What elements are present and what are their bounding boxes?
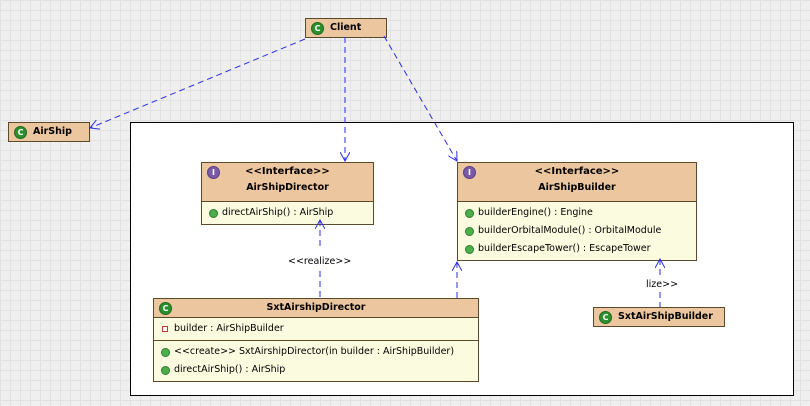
public-method-icon (465, 209, 474, 218)
class-name: SxtAirShipBuilder (618, 311, 713, 322)
interface-airship-builder-header: I <<Interface>> AirShipBuilder (458, 163, 696, 201)
class-client-name: Client (330, 22, 362, 33)
interface-airship-director[interactable]: I <<Interface>> AirShipDirector directAi… (201, 162, 374, 225)
dependency-client-builder (383, 35, 457, 161)
method-row: directAirShip() : AirShip (202, 204, 373, 222)
method-text: directAirShip() : AirShip (222, 207, 334, 218)
interface-name: AirShipBuilder (538, 182, 616, 193)
class-client[interactable]: C Client (305, 18, 387, 38)
class-sxt-airship-director[interactable]: C SxtAirshipDirector builder : AirShipBu… (153, 298, 479, 382)
class-name: SxtAirshipDirector (266, 302, 366, 313)
interface-airship-builder[interactable]: I <<Interface>> AirShipBuilder builderEn… (457, 162, 697, 261)
method-row: directAirShip() : AirShip (154, 361, 478, 379)
method-row: <<create>> SxtAirshipDirector(in builder… (154, 343, 478, 361)
method-text: <<create>> SxtAirshipDirector(in builder… (174, 346, 455, 357)
public-method-icon (209, 209, 218, 218)
public-method-icon (161, 348, 170, 357)
class-airship-name: AirShip (33, 126, 72, 137)
interface-icon: I (463, 166, 476, 179)
class-client-header: C Client (306, 19, 386, 37)
public-method-icon (465, 245, 474, 254)
realize-label-builder: lize>> (646, 279, 679, 290)
method-row: builderOrbitalModule() : OrbitalModule (458, 222, 696, 240)
stereotype-label: <<Interface>> (534, 166, 620, 177)
class-airship[interactable]: C AirShip (8, 122, 90, 142)
attribute-row: builder : AirShipBuilder (154, 320, 478, 338)
method-text: builderEscapeTower() : EscapeTower (478, 243, 651, 254)
public-method-icon (465, 227, 474, 236)
class-icon: C (14, 126, 27, 139)
class-icon: C (159, 302, 172, 315)
realize-label-director: <<realize>> (288, 256, 352, 267)
stereotype-label: <<Interface>> (245, 166, 330, 177)
attributes-compartment: builder : AirShipBuilder (154, 317, 478, 340)
attribute-text: builder : AirShipBuilder (174, 323, 284, 334)
public-method-icon (161, 366, 170, 375)
method-row: builderEngine() : Engine (458, 204, 696, 222)
method-text: directAirShip() : AirShip (174, 364, 286, 375)
method-text: builderEngine() : Engine (478, 207, 593, 218)
interface-icon: I (207, 166, 220, 179)
methods-compartment: <<create>> SxtAirshipDirector(in builder… (154, 340, 478, 381)
methods-compartment: directAirShip() : AirShip (202, 201, 373, 224)
class-sxt-airship-builder[interactable]: C SxtAirShipBuilder (593, 307, 725, 327)
class-icon: C (311, 22, 324, 35)
class-sxt-airship-builder-header: C SxtAirShipBuilder (594, 308, 724, 326)
private-field-icon (162, 326, 168, 332)
method-row: builderEscapeTower() : EscapeTower (458, 240, 696, 258)
class-icon: C (599, 311, 612, 324)
interface-name: AirShipDirector (246, 182, 329, 193)
dependency-client-airship (90, 38, 306, 128)
interface-airship-director-header: I <<Interface>> AirShipDirector (202, 163, 373, 201)
methods-compartment: builderEngine() : Engine builderOrbitalM… (458, 201, 696, 260)
class-sxt-airship-director-header: C SxtAirshipDirector (154, 299, 478, 317)
class-airship-header: C AirShip (9, 123, 89, 141)
method-text: builderOrbitalModule() : OrbitalModule (478, 225, 662, 236)
